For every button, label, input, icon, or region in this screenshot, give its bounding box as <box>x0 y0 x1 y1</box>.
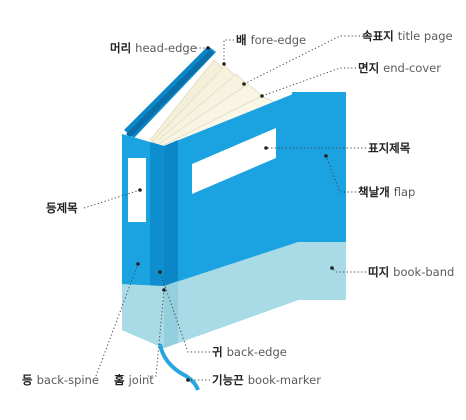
label-title-page-en: title page <box>397 29 453 43</box>
label-end-cover-ko: 면지 <box>358 61 380 75</box>
label-fore-edge-ko: 배 <box>236 33 247 47</box>
anchor-end-cover <box>260 94 264 98</box>
anchor-cover-title <box>264 146 268 150</box>
anchor-spine-title <box>138 188 142 192</box>
label-back-edge-en: back-edge <box>226 345 287 359</box>
leader-book-band <box>331 267 366 273</box>
label-title-page-ko: 속표지 <box>362 29 394 43</box>
anchor-flap <box>324 154 328 158</box>
label-back-edge-ko: 귀 <box>212 345 223 359</box>
anchor-back-spine <box>136 262 140 266</box>
spine-band <box>122 284 164 348</box>
leader-spine-title <box>83 189 141 209</box>
label-joint-en: joint <box>128 373 154 387</box>
label-back-spine-ko: 등 <box>22 373 33 387</box>
front-band <box>164 242 298 348</box>
anchor-head-edge <box>206 46 210 50</box>
top-cover-edge <box>126 50 214 138</box>
anchor-book-marker <box>186 378 190 382</box>
anchor-joint <box>162 288 166 292</box>
label-cover-title-ko: 표지제목 <box>368 141 411 155</box>
anchor-book-band <box>330 266 334 270</box>
label-book-band-en: book-band <box>393 265 455 279</box>
anchor-fore-edge <box>222 62 226 66</box>
leader-fore-edge <box>223 39 234 64</box>
label-head-edge-ko: 머리 <box>110 41 132 55</box>
label-joint-ko: 홈 <box>114 373 125 387</box>
flap-band <box>292 242 346 300</box>
label-spine-title-ko: 등제목 <box>46 201 78 215</box>
book-marker-ribbon <box>158 343 200 391</box>
leader-joint <box>148 289 165 377</box>
leader-end-cover <box>261 67 356 97</box>
label-flap-ko: 책날개 <box>358 185 390 199</box>
anchor-title-page <box>242 82 246 86</box>
spine-title-window <box>128 158 146 222</box>
label-end-cover-en: end-cover <box>383 61 441 75</box>
label-cover-title: 표지제목 <box>368 141 414 155</box>
leader-back-edge <box>159 271 210 353</box>
leader-lines <box>83 35 366 381</box>
label-head-edge-en: head-edge <box>135 41 197 55</box>
front-band-shade <box>164 281 178 348</box>
label-spine-title: 등제목 <box>46 201 82 215</box>
label-book-marker-en: book-marker <box>247 373 321 387</box>
label-book-marker-ko: 기능끈 <box>212 373 244 387</box>
label-fore-edge-en: fore-edge <box>250 33 307 47</box>
label-book-band-ko: 띠지 <box>368 265 390 279</box>
anchor-dots <box>136 46 334 382</box>
label-back-spine-en: back-spine <box>36 373 99 387</box>
anchor-back-edge <box>158 270 162 274</box>
label-flap-en: flap <box>393 185 416 199</box>
cover-title-window <box>192 128 276 194</box>
